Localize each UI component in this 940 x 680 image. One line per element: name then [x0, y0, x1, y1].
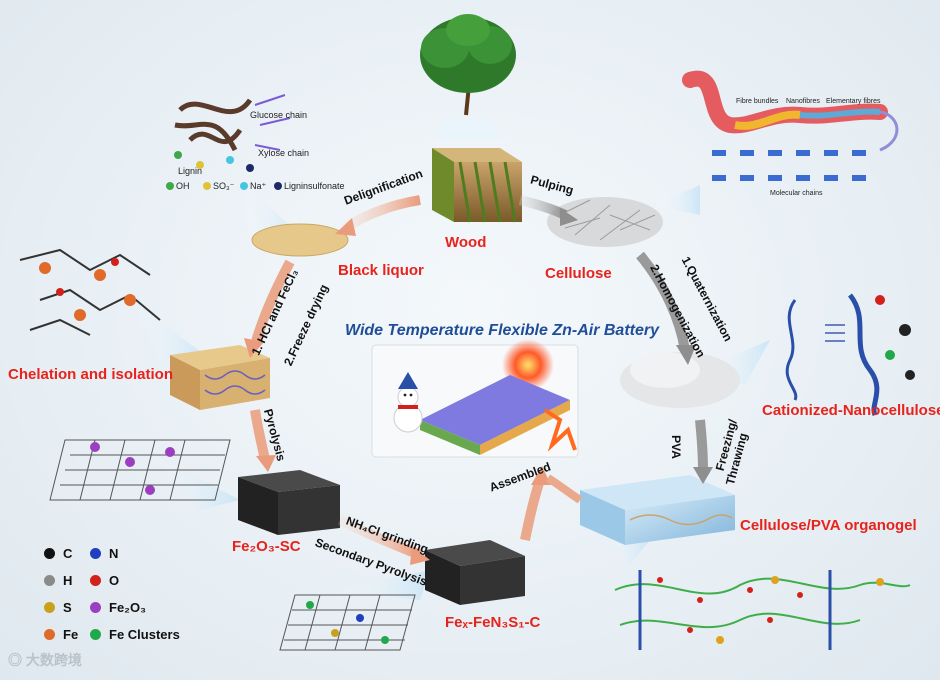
watermark: ◎ 大数跨境 — [8, 650, 82, 670]
graphene-sheet-2 — [279, 594, 416, 651]
element-legend: C N H O S Fe₂O₃ Fe Fe Clusters — [44, 546, 214, 646]
graphene-sheet-1 — [49, 439, 231, 501]
inset-glucose-chain: Glucose chain — [250, 110, 308, 120]
inset-lignin: Lignin — [178, 166, 203, 176]
inset-molecular-chains: Molecular chains — [770, 190, 823, 197]
cationized-inset — [785, 293, 915, 417]
watermark-text: 大数跨境 — [25, 652, 82, 668]
fex-block — [425, 540, 525, 605]
tree-illustration — [420, 14, 516, 140]
polymer-network — [614, 570, 911, 650]
legend-item: Fe₂O₃ — [90, 600, 146, 615]
black-liquor-blob — [251, 223, 349, 257]
inset-legend-oh: OH — [176, 181, 190, 191]
chelated-block — [170, 345, 270, 410]
label-wood: Wood — [445, 234, 487, 251]
label-fex: Feₓ-FeN₃S₁-C — [445, 614, 541, 631]
fiber-hierarchy-inset — [682, 70, 899, 181]
snowman-figure — [393, 372, 423, 433]
organogel-slab — [580, 475, 735, 545]
legend-item: C — [44, 546, 72, 561]
label-organogel: Cellulose/PVA organogel — [740, 517, 917, 534]
label-cationized: Cationized-Nanocellulose — [762, 402, 940, 419]
nanocellulose-fluff — [620, 352, 740, 408]
lignin-inset — [166, 94, 291, 190]
inset-elementary-fibres: Elementary fibres — [826, 98, 881, 105]
legend-item: H — [44, 573, 72, 588]
label-chelation: Chelation and isolation — [8, 366, 174, 383]
legend-item: Fe — [44, 627, 78, 642]
legend-item: N — [90, 546, 118, 561]
inset-legend-ligninsulfonate: Ligninsulfonate — [284, 181, 345, 191]
inset-legend-so3: SO₃⁻ — [213, 181, 235, 191]
step-pva: PVA — [668, 435, 683, 459]
fe2o3-sc-block — [238, 470, 340, 535]
label-fe2o3-sc: Fe₂O₃-SC — [232, 538, 301, 555]
wood-block — [432, 148, 522, 223]
process-arrows — [244, 195, 713, 565]
diagram-title: Wide Temperature Flexible Zn-Air Battery — [345, 322, 659, 339]
legend-item: O — [90, 573, 119, 588]
molecular-cluster — [19, 248, 161, 336]
inset-fibre-bundles: Fibre bundles — [736, 98, 779, 105]
label-cellulose: Cellulose — [545, 265, 612, 282]
legend-item: Fe Clusters — [90, 627, 180, 642]
label-black-liquor: Black liquor — [338, 262, 424, 279]
inset-nanofibres: Nanofibres — [786, 98, 820, 105]
legend-item: S — [44, 600, 72, 615]
inset-xylose-chain: Xylose chain — [258, 148, 310, 158]
battery-panel — [371, 339, 579, 458]
inset-legend-na: Na⁺ — [250, 181, 267, 191]
watermark-logo-icon: ◎ — [8, 652, 26, 668]
